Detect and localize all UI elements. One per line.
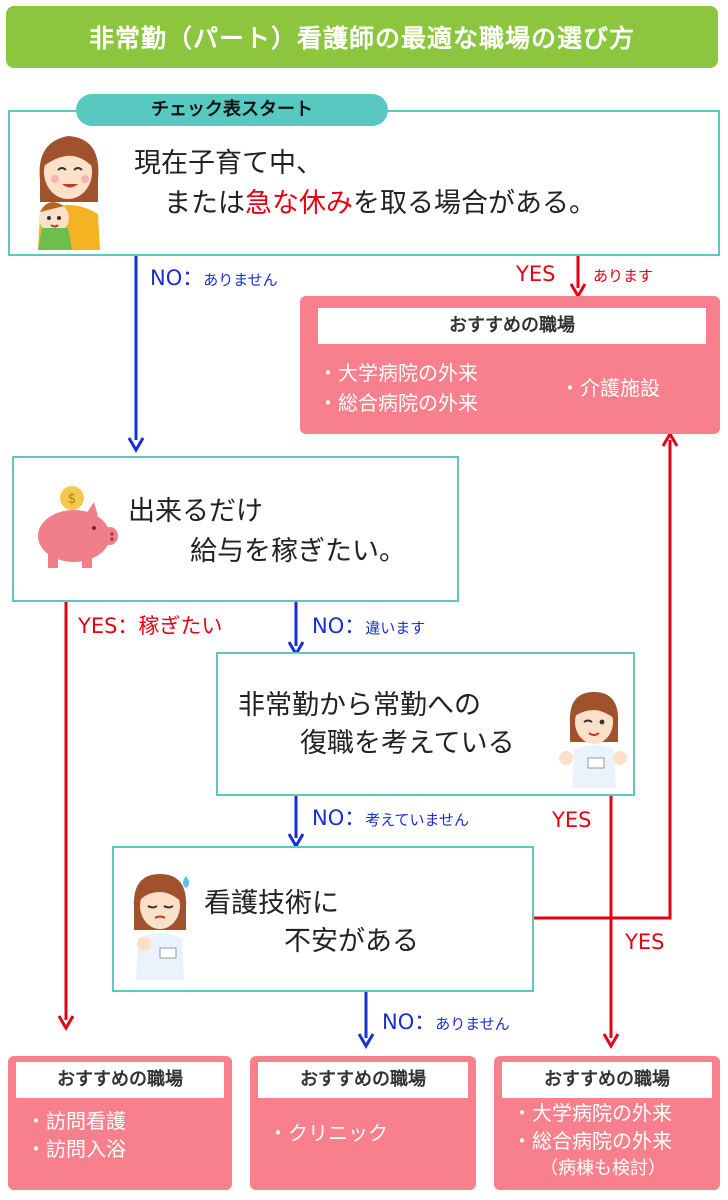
q1-yes-sub: あります (593, 267, 654, 285)
svg-text:$: $ (68, 491, 77, 507)
q3-yes-label: YES (552, 808, 592, 832)
question-3-line-1: 非常勤から常勤への (238, 690, 481, 721)
recommendation-bottom-right-item-1: ・大学病院の外来 (512, 1101, 672, 1125)
question-3-box (216, 652, 635, 796)
question-1-box (8, 110, 720, 256)
recommendation-top: おすすめの職場 ・大学病院の外来 ・総合病院の外来 ・介護施設 (300, 296, 720, 434)
q1-no-arrowhead (127, 437, 145, 453)
q2-yes-label: YES：稼ぎたい (78, 614, 223, 638)
recommendation-top-item-1: ・大学病院の外来 (318, 361, 478, 385)
question-1-line-2: または急な休みを取る場合がある。 (164, 184, 596, 224)
q3-no-sub: 考えていません (365, 811, 470, 829)
recommendation-bottom-left-heading: おすすめの職場 (16, 1062, 224, 1098)
nurse-worried-icon (133, 874, 189, 980)
q2-no-text: NO： (312, 614, 366, 638)
title-bar: 非常勤（パート）看護師の最適な職場の選び方 (6, 6, 718, 68)
nurse-wink-icon (559, 692, 627, 788)
q4-no-sub: ありません (435, 1015, 510, 1033)
recommendation-bottom-right-item-3: （病棟も検討） (540, 1158, 666, 1179)
recommendation-bottom-right-heading: おすすめの職場 (502, 1062, 712, 1098)
recommendation-top-heading: おすすめの職場 (318, 308, 706, 344)
q1-yes-text: YES (516, 262, 556, 286)
q3-yes-arrowhead (602, 1033, 620, 1049)
q4-yes-arrowhead (661, 431, 679, 447)
recommendation-bottom-middle-item-1: ・クリニック (268, 1121, 388, 1145)
start-label: チェック表スタート (151, 99, 313, 120)
question-4-line-1: 看護技術に (204, 888, 339, 919)
q1-yes-sub-label: あります (593, 262, 653, 286)
question-1-line-1: 現在子育て中、 (134, 148, 323, 179)
page-title: 非常勤（パート）看護師の最適な職場の選び方 (88, 24, 635, 53)
recommendation-bottom-left: おすすめの職場 ・訪問看護 ・訪問入浴 (8, 1056, 232, 1190)
mother-baby-icon (38, 136, 100, 250)
q1-yes-label: YES (516, 262, 555, 286)
q2-no-sub: 違います (365, 619, 426, 637)
recommendation-bottom-middle-heading: おすすめの職場 (258, 1062, 468, 1098)
recommendation-top-item-2: ・総合病院の外来 (318, 391, 478, 415)
recommendation-bottom-left-item-2: ・訪問入浴 (26, 1137, 126, 1161)
q4-yes-line (534, 440, 672, 920)
question-1-line-2-post: を取る場合がある。 (353, 188, 596, 219)
recommendation-top-item-3: ・介護施設 (560, 376, 660, 400)
q4-no-label: NO：ありません (382, 1006, 510, 1036)
q1-no-sub: ありません (203, 271, 278, 289)
q3-no-text: NO： (312, 806, 366, 830)
question-2-line-2: 給与を稼ぎたい。 (190, 536, 406, 567)
q2-yes-arrowhead (57, 1015, 75, 1031)
recommendation-bottom-left-item-1: ・訪問看護 (26, 1109, 126, 1133)
question-1-line-2-pre: または (164, 188, 245, 219)
q4-no-text: NO： (382, 1010, 436, 1034)
q4-yes-label: YES (625, 930, 665, 954)
question-4-line-2: 不安がある (284, 926, 419, 957)
q4-no-arrowhead (357, 1033, 375, 1049)
start-pill: チェック表スタート (76, 94, 388, 126)
q1-no-label: NO：ありません (150, 262, 278, 292)
recommendation-bottom-right-item-2: ・総合病院の外来 (512, 1129, 672, 1153)
q1-no-text: NO： (150, 266, 204, 290)
question-1-highlight: 急な休み (245, 188, 353, 219)
recommendation-bottom-middle: おすすめの職場 ・クリニック (250, 1056, 476, 1190)
q2-no-label: NO：違います (312, 610, 425, 640)
piggy-bank-icon: $ (38, 486, 118, 568)
question-2-line-1: 出来るだけ (128, 496, 263, 527)
q3-no-label: NO：考えていません (312, 802, 469, 832)
recommendation-bottom-right: おすすめの職場 ・大学病院の外来 ・総合病院の外来 （病棟も検討） (494, 1056, 720, 1190)
question-3-line-2: 復職を考えている (300, 728, 515, 759)
